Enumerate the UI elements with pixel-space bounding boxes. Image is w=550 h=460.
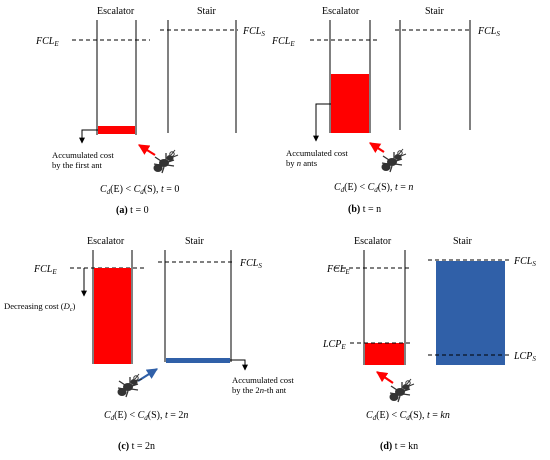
panel-a: Escalator Stair FCLE FCLS Accumulated co…: [35, 6, 265, 216]
note-line-1: Accumulated cost: [52, 150, 114, 160]
condition-text: Cd(E) < Cd(S), t = n: [334, 182, 413, 194]
ant-icon: [116, 373, 143, 398]
panel-d: Escalator Stair FCLE FCLS LCPE LCPS Cd(E…: [322, 236, 536, 452]
fcl-s-label: FCLS: [513, 256, 536, 268]
ant-icon: [380, 148, 407, 173]
decreasing-cost-label: Decreasing cost (Dc): [4, 301, 76, 313]
condition-text: Cd(E) < Cd(S), t = kn: [366, 410, 450, 422]
lcp-e-label: LCPE: [322, 339, 346, 351]
caption-a: (a) t = 0: [116, 205, 149, 216]
fcl-e-label: FCLE: [271, 36, 295, 48]
ant-direction-arrow: [369, 142, 385, 153]
ant-direction-arrow: [138, 144, 156, 156]
cost-pointer-arrow: [230, 359, 248, 371]
fcl-e-label: FCLE: [326, 264, 350, 276]
stair-label: Stair: [197, 6, 217, 17]
caption-d: (d) t = kn: [380, 441, 418, 452]
stair-cost-bar: [436, 261, 505, 365]
stair-cost-bar: [166, 358, 230, 363]
lcp-s-label: LCPS: [513, 351, 536, 363]
cost-pointer-arrow: [313, 103, 331, 142]
fcl-e-label: FCLE: [35, 36, 59, 48]
fcl-s-label: FCLS: [477, 26, 500, 38]
escalator-label: Escalator: [322, 6, 360, 17]
fcl-s-label: FCLS: [239, 258, 262, 270]
cost-pointer-arrow: [79, 129, 98, 144]
caption-c: (c) t = 2n: [118, 441, 155, 452]
note-line-2: by n ants: [286, 158, 318, 168]
stair-label: Stair: [453, 236, 473, 247]
accumulated-cost-bar: [98, 126, 135, 134]
accumulated-cost-bar: [94, 268, 131, 364]
note-line-1: Accumulated cost: [232, 375, 294, 385]
condition-text: Cd(E) < Cd(S), t = 2n: [104, 410, 188, 422]
fcl-e-label: FCLE: [33, 264, 57, 276]
condition-text: Cd(E) < Cd(S), t = 0: [100, 184, 179, 196]
ant-direction-arrow: [376, 371, 394, 384]
panel-c: Escalator Stair FCLE FCLS Decreasing cos…: [4, 236, 294, 452]
panel-b: Escalator Stair FCLE FCLS Accumulated co…: [271, 6, 500, 215]
escalator-label: Escalator: [354, 236, 392, 247]
escalator-cost-bar: [365, 343, 404, 365]
escalator-label: Escalator: [97, 6, 135, 17]
stair-label: Stair: [185, 236, 205, 247]
stair-label: Stair: [425, 6, 445, 17]
fcl-s-label: FCLS: [242, 26, 265, 38]
note-line-1: Accumulated cost: [286, 148, 348, 158]
note-line-2: by the 2n-th ant: [232, 385, 287, 395]
accumulated-cost-bar: [331, 74, 369, 133]
escalator-label: Escalator: [87, 236, 125, 247]
note-line-2: by the first ant: [52, 160, 102, 170]
caption-b: (b) t = n: [348, 204, 381, 215]
ant-icon: [152, 149, 179, 174]
